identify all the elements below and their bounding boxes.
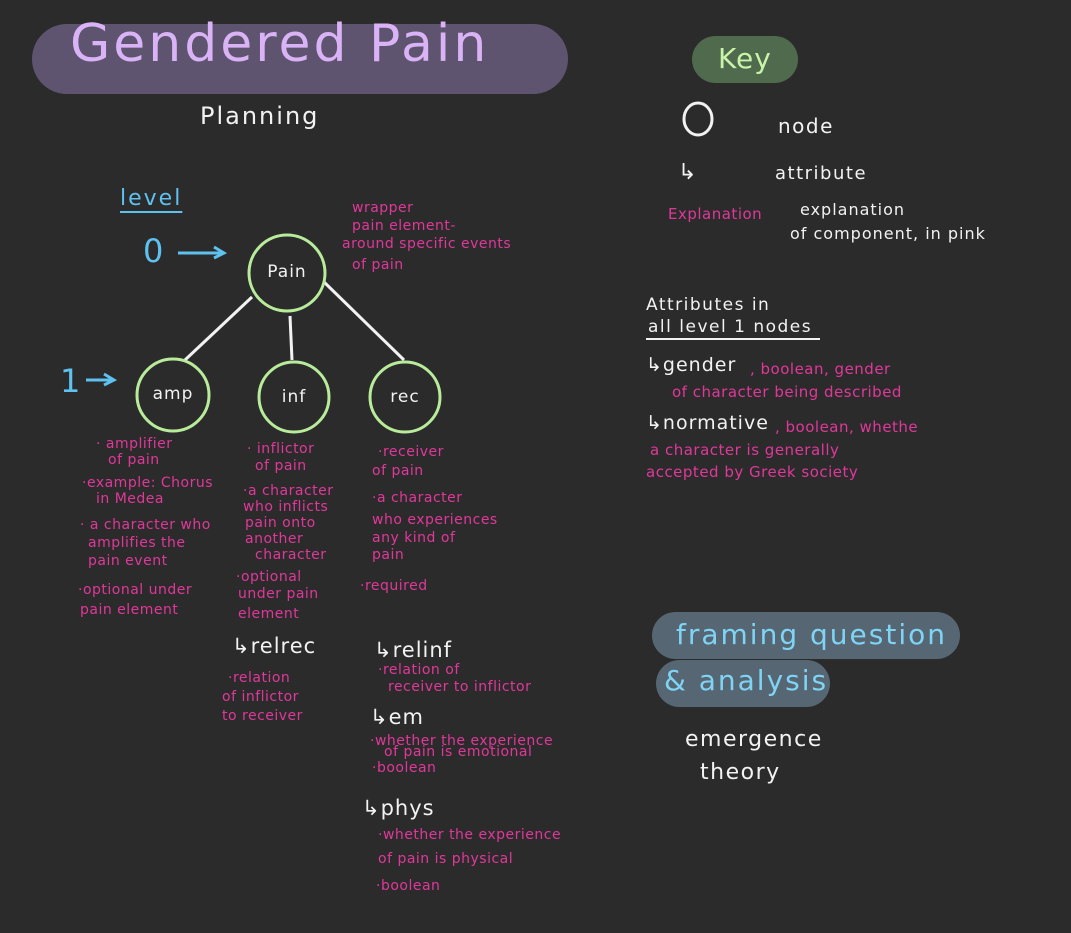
normative-attribute: ↳normative [646,412,769,434]
rec-note: any kind of [372,530,456,546]
rec-note: of pain [372,463,424,479]
phys-note: ·boolean [376,878,441,894]
gender-note: of character being described [672,383,902,401]
node-pain-circle [247,233,327,313]
key-node-symbol [682,101,714,137]
node-inf-circle [257,360,331,434]
level-0-arrow-head [213,245,228,260]
relrec-note: ·relation [228,670,291,686]
title-pill [32,24,568,94]
normative-note: , boolean, whethe [775,418,919,436]
rec-note: ·required [360,578,428,594]
amp-note: amplifies the [88,535,186,551]
framing-pill-2 [656,660,830,707]
relinf-note: receiver to inflictor [388,679,532,695]
node-inf-label: inf [281,387,307,407]
inf-note: of pain [255,458,307,474]
key-node-label: node [778,114,834,138]
page-title: Gendered Pain [70,14,490,74]
key-explanation-sample: Explanation [668,205,763,223]
level-1-number: 1 [60,362,81,400]
amp-note: pain element [80,602,179,618]
key-attribute-label: attribute [775,163,868,184]
inf-note: character [255,547,327,563]
node-amp-label: amp [152,384,194,404]
phys-attribute: ↳phys [362,796,435,820]
inf-note: who inflicts [243,499,329,515]
node-rec-label: rec [390,387,420,407]
framing-title: framing question [676,618,947,651]
amp-note: · amplifier [96,436,173,452]
relrec-note: of inflictor [222,689,299,705]
key-heading: Key [718,42,772,75]
edge-pain-amp [183,295,254,362]
attributes-heading: all level 1 nodes [648,317,813,337]
edge-pain-inf [288,315,294,361]
rec-note: ·receiver [378,444,444,460]
phys-note: ·whether the experience [378,827,562,843]
rec-note: who experiences [372,512,498,528]
inf-note: pain onto [245,515,316,531]
page-subtitle: Planning [200,102,320,130]
normative-note: accepted by Greek society [646,463,859,481]
key-pill [692,36,798,83]
normative-note: a character is generally [650,441,840,459]
key-explanation-text: of component, in pink [790,224,986,243]
framing-body: theory [700,760,781,785]
amp-note: ·example: Chorus [82,475,214,491]
framing-title: & analysis [664,664,829,697]
level-heading: level [120,186,183,211]
em-note: of pain is emotional [384,744,533,760]
node-pain-label: Pain [267,262,307,282]
key-attribute-arrow-icon: ↳ [678,160,697,185]
inf-note: · inflictor [247,441,315,457]
em-attribute: ↳em [370,705,424,729]
rec-note: pain [372,547,405,563]
root-note-line1: wrapper [352,200,414,216]
amp-note: · a character who [80,517,211,533]
framing-body: emergence [685,727,823,752]
root-note-line2: pain element- [352,218,456,234]
relrec-note: to receiver [222,708,303,724]
em-note: ·whether the experience [370,733,554,749]
em-note: ·boolean [372,760,437,776]
framing-pill-1 [652,612,960,659]
gender-attribute: ↳gender [646,354,737,376]
node-rec-circle [368,360,442,434]
edge-pain-rec [322,280,406,362]
relinf-attribute: ↳relinf [374,638,453,662]
root-note-line4: of pain [352,257,404,273]
phys-note: of pain is physical [378,851,514,867]
root-note-line3: around specific events [342,236,512,252]
inf-note: another [245,531,304,547]
gender-note: , boolean, gender [750,360,891,378]
inf-note: under pain [238,586,319,602]
key-explanation-text: explanation [800,200,906,219]
amp-note: in Medea [96,491,164,507]
amp-note: ·optional under [78,582,193,598]
relinf-note: ·relation of [378,662,460,678]
level-0-number: 0 [143,232,164,270]
amp-note: of pain [108,452,160,468]
node-amp-circle [135,357,211,433]
inf-note: ·a character [243,483,334,499]
inf-note: ·optional [236,569,302,585]
attributes-heading: Attributes in [646,295,771,315]
level-1-arrow-head [103,372,118,387]
rec-note: ·a character [372,490,463,506]
relrec-attribute: ↳relrec [232,634,317,658]
inf-note: element [238,606,300,622]
amp-note: pain event [88,553,168,569]
